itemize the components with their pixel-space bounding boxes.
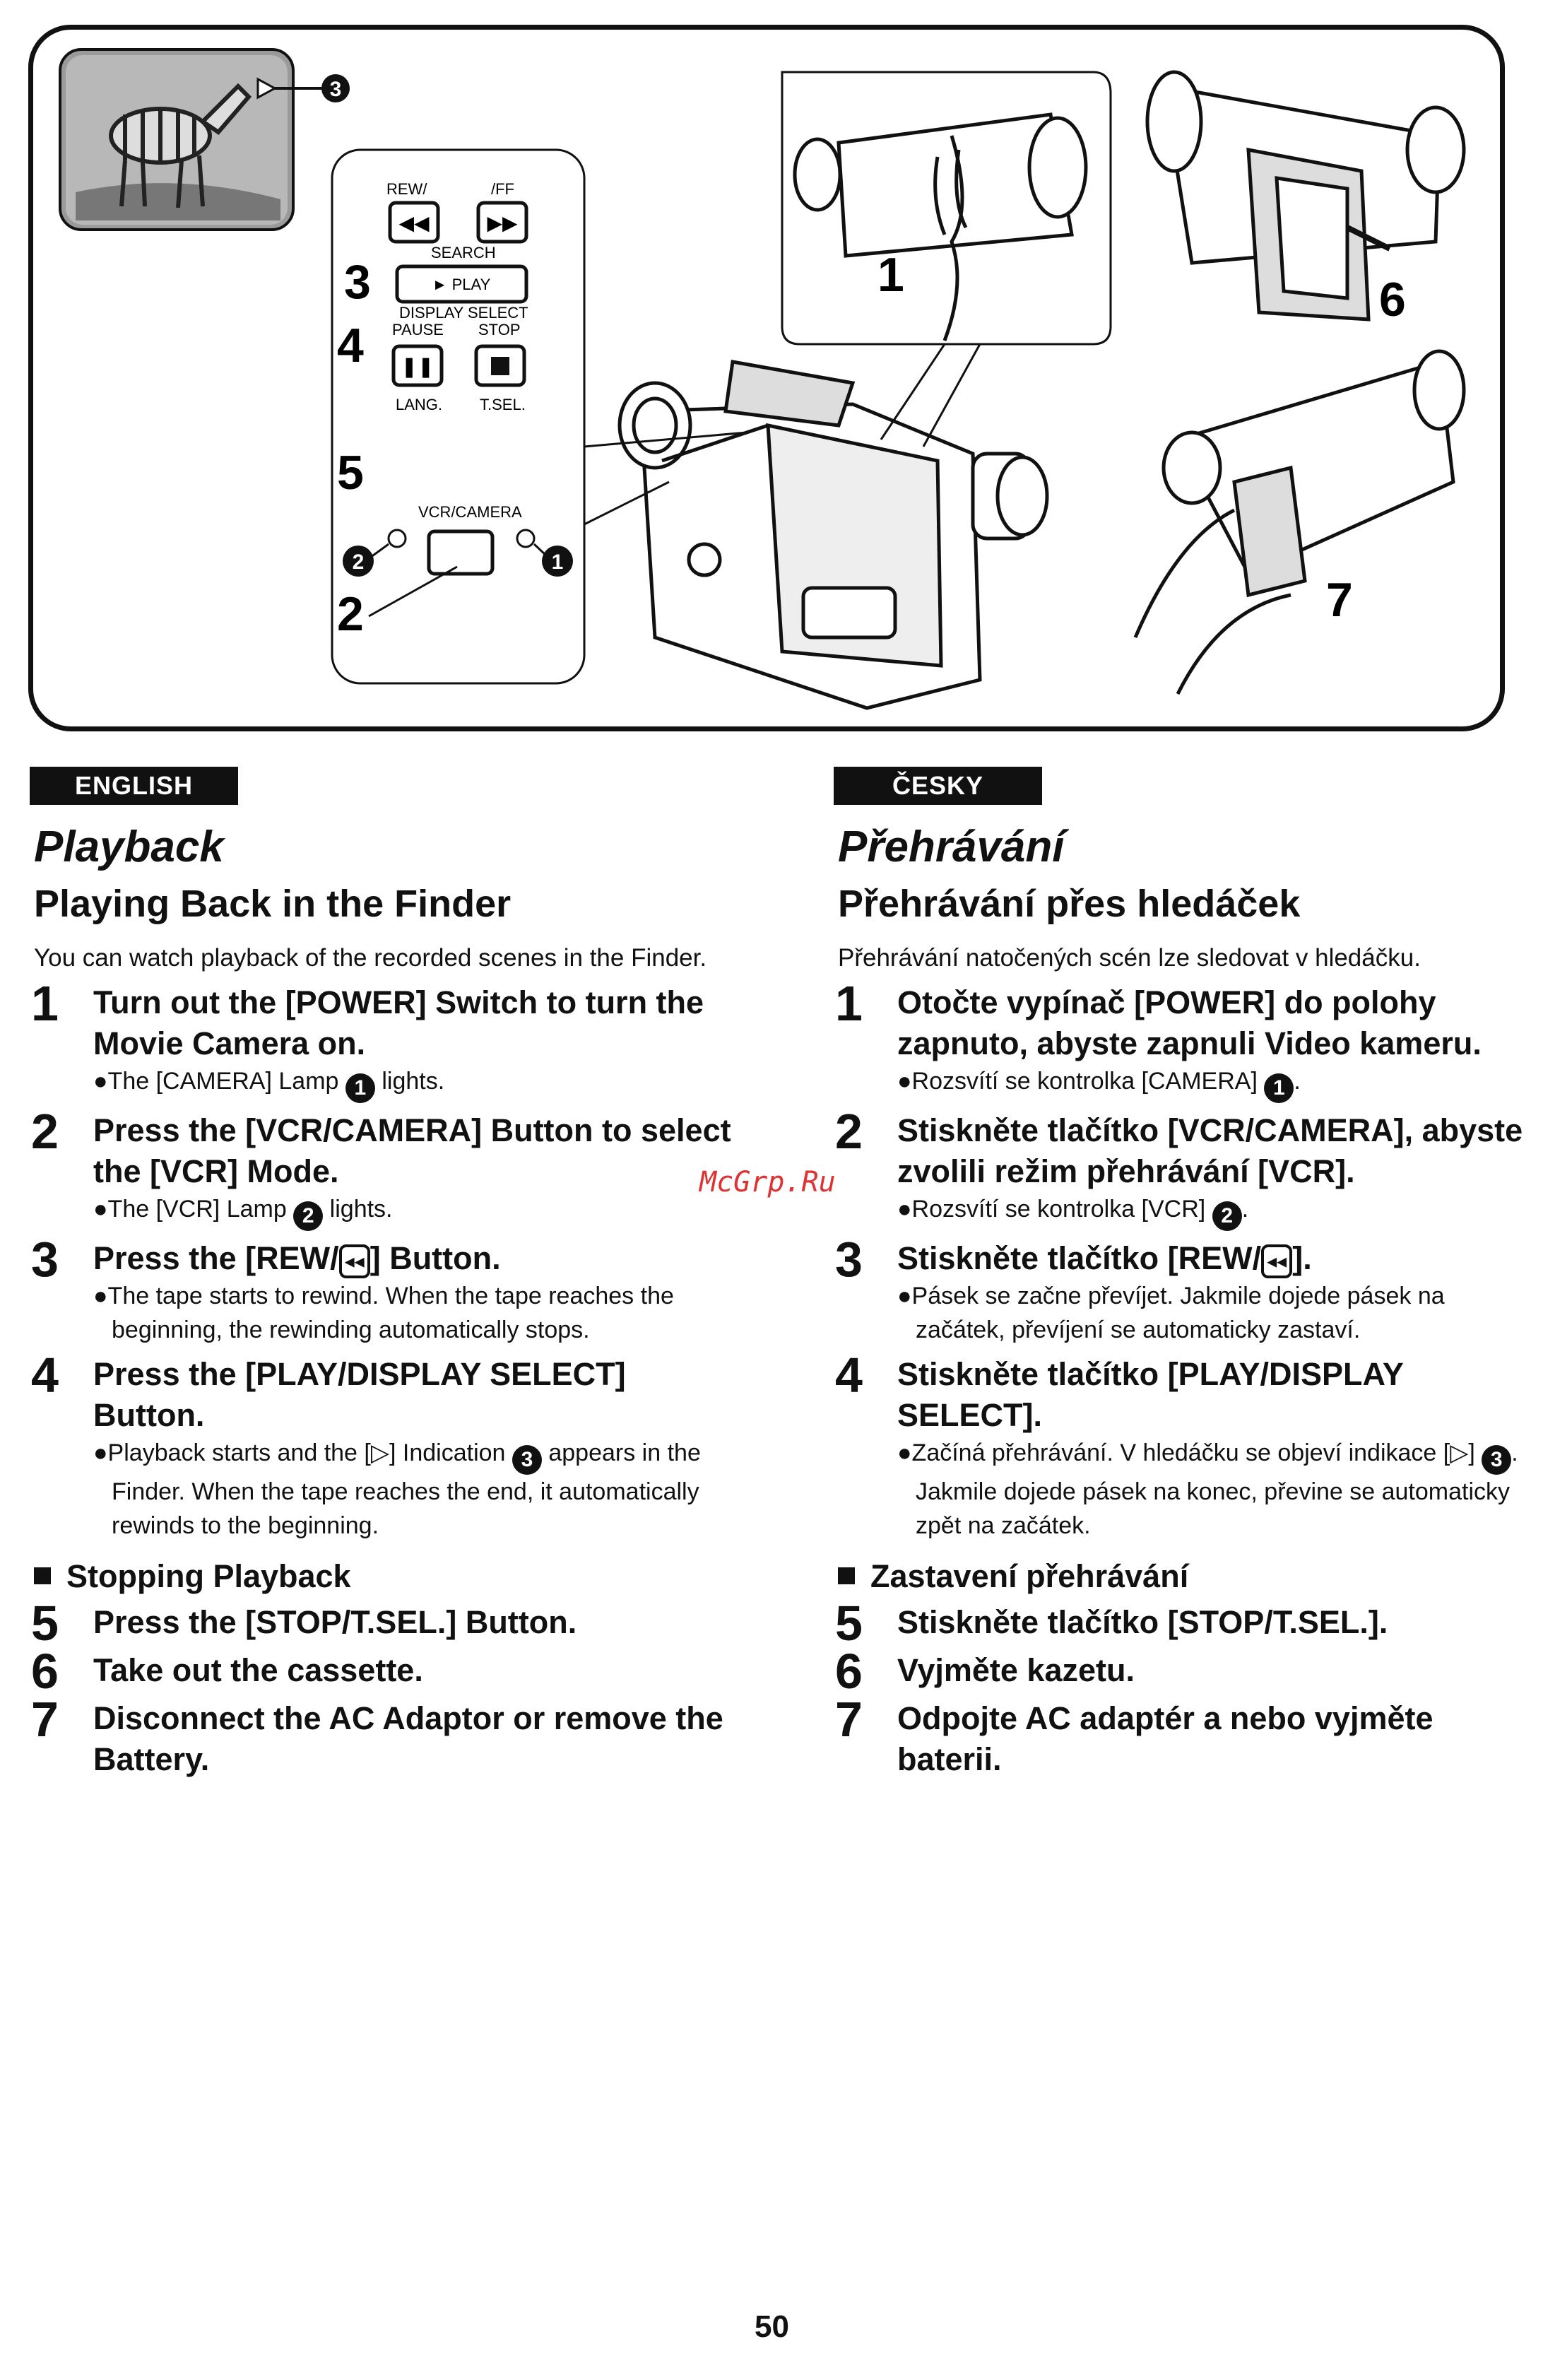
battery-removal-figure	[1133, 349, 1466, 695]
english-step-7: 7 Disconnect the AC Adaptor or remove th…	[31, 1692, 723, 1777]
vcr-camera-button[interactable]	[427, 529, 495, 576]
svg-text:▶▶: ▶▶	[487, 212, 518, 234]
illustration-frame: 3 REW/ /FF ◀◀ ▶▶ SEARCH ► PLAY DISPLAY S…	[28, 25, 1505, 731]
svg-text:❚❚: ❚❚	[401, 355, 434, 378]
circle-number-icon: 1	[345, 1073, 375, 1103]
english-intro: You can watch playback of the recorded s…	[34, 944, 707, 972]
square-bullet-icon	[838, 1567, 855, 1585]
czech-subtitle: Přehrávání přes hledáček	[838, 883, 1301, 925]
english-step-6: 6 Take out the cassette.	[31, 1644, 423, 1699]
power-switch-inset	[781, 71, 1112, 346]
czech-step-1: 1 Otočte vypínač [POWER] do polohy zapnu…	[834, 977, 1540, 1103]
circle-number-icon: 2	[1212, 1201, 1242, 1231]
english-step-2: 2 Press the [VCR/CAMERA] Button to selec…	[30, 1104, 736, 1231]
svg-text:REW/: REW/	[386, 180, 427, 198]
czech-step-3: 3 Stiskněte tlačítko [REW/◂◂]. ●Pásek se…	[835, 1232, 1445, 1343]
callout-step4: 4	[337, 319, 364, 372]
camera-lamp	[516, 529, 536, 548]
english-step-5: 5 Press the [STOP/T.SEL.] Button.	[31, 1596, 577, 1651]
callout-lamp2: 2	[353, 550, 365, 574]
callout-step5: 5	[337, 446, 364, 500]
svg-text:STOP: STOP	[478, 321, 521, 338]
svg-text:DISPLAY SELECT: DISPLAY SELECT	[399, 304, 528, 322]
czech-stop-section: Zastavení přehrávání	[834, 1558, 1540, 1595]
circle-number-icon: 3	[512, 1445, 542, 1475]
square-bullet-icon	[34, 1567, 51, 1585]
ff-button[interactable]	[476, 201, 528, 244]
czech-step-7: 7 Odpojte AC adaptér a nebo vyjměte bate…	[835, 1692, 1433, 1777]
svg-text:/FF: /FF	[491, 180, 514, 198]
rewind-icon: ◂◂	[338, 1244, 370, 1278]
english-step-1: 1 Turn out the [POWER] Switch to turn th…	[30, 977, 736, 1103]
callout-step6: 6	[1379, 273, 1406, 326]
rew-button[interactable]	[388, 201, 440, 244]
callout-step3: 3	[344, 255, 371, 309]
page-number: 50	[755, 2309, 789, 2344]
cassette-eject-figure	[1145, 70, 1466, 322]
english-stop-section: Stopping Playback	[30, 1558, 736, 1595]
callout-step1: 1	[877, 248, 904, 302]
czech-step-4: 4 Stiskněte tlačítko [PLAY/DISPLAY SELEC…	[835, 1348, 1518, 1539]
czech-step-5: 5 Stiskněte tlačítko [STOP/T.SEL.].	[835, 1596, 1388, 1651]
camera-illustration: 3 REW/ /FF ◀◀ ▶▶ SEARCH ► PLAY DISPLAY S…	[59, 48, 1466, 710]
rewind-icon: ◂◂	[1261, 1244, 1293, 1278]
play-indication-icon	[256, 77, 278, 100]
callout-lamp1: 1	[552, 550, 564, 574]
callout-c3-top: 3	[330, 78, 342, 101]
camcorder-main	[617, 360, 1049, 710]
czech-intro: Přehrávání natočených scén lze sledovat …	[838, 944, 1421, 972]
svg-text:SEARCH: SEARCH	[431, 244, 496, 261]
english-step-3: 3 Press the [REW/◂◂] Button. ●The tape s…	[31, 1232, 674, 1343]
svg-text:► PLAY: ► PLAY	[432, 276, 491, 293]
play-button[interactable]	[395, 264, 528, 304]
czech-column: ČESKY Přehrávání Přehrávání přes hledáče…	[834, 767, 1540, 1780]
pause-button[interactable]	[391, 344, 444, 387]
callout-step2: 2	[337, 587, 364, 641]
czech-badge: ČESKY	[834, 767, 1042, 805]
svg-text:PAUSE: PAUSE	[392, 321, 444, 338]
english-column: ENGLISH Playback Playing Back in the Fin…	[30, 767, 736, 1780]
svg-text:T.SEL.: T.SEL.	[480, 396, 526, 413]
english-step-4: 4 Press the [PLAY/DISPLAY SELECT] Button…	[31, 1348, 701, 1539]
english-subtitle: Playing Back in the Finder	[34, 883, 512, 925]
callout-step7: 7	[1326, 573, 1353, 627]
czech-step-2: 2 Stiskněte tlačítko [VCR/CAMERA], abyst…	[834, 1104, 1540, 1231]
control-panel: REW/ /FF ◀◀ ▶▶ SEARCH ► PLAY DISPLAY SEL…	[331, 148, 586, 685]
svg-text:LANG.: LANG.	[396, 396, 442, 413]
watermark-link[interactable]: McGrp.Ru	[699, 1166, 836, 1198]
czech-title: Přehrávání	[838, 823, 1065, 871]
circle-number-icon: 3	[1482, 1445, 1512, 1475]
english-badge: ENGLISH	[30, 767, 238, 805]
czech-step-6: 6 Vyjměte kazetu.	[835, 1644, 1135, 1699]
svg-text:◀◀: ◀◀	[398, 212, 430, 234]
svg-text:VCR/CAMERA: VCR/CAMERA	[418, 503, 522, 521]
finder-image	[59, 48, 295, 231]
circle-number-icon: 1	[1264, 1073, 1294, 1103]
vcr-lamp	[387, 529, 407, 548]
english-title: Playback	[34, 823, 224, 871]
circle-number-icon: 2	[293, 1201, 324, 1231]
zebra-icon	[109, 83, 252, 208]
